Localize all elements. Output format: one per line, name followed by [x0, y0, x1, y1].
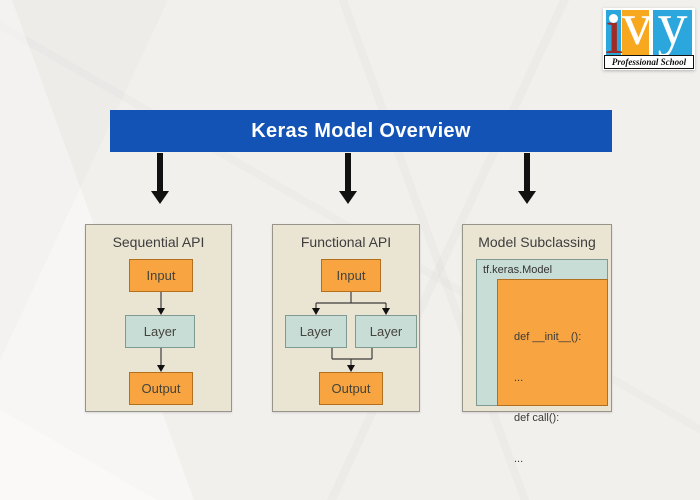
panel-sequential-api: Sequential API Input Layer Output — [85, 224, 232, 412]
arrow-head — [151, 191, 169, 204]
arrow-head — [518, 191, 536, 204]
logo-subtitle: Professional School — [604, 55, 694, 69]
logo-orange-bar — [622, 10, 649, 56]
down-arrow-icon — [518, 153, 536, 204]
logo-i-dot — [609, 14, 618, 23]
functional-connectors — [312, 292, 390, 372]
code-lines: def __init__(): ... def call(): ... — [514, 304, 581, 493]
node-input: Input — [321, 259, 381, 292]
logo-letter-i: ı — [605, 8, 624, 68]
panel-model-subclassing: Model Subclassing tf.keras.Model def __i… — [462, 224, 612, 465]
arrow-stem — [157, 153, 163, 192]
sequential-connectors — [157, 292, 165, 372]
node-layer-left: Layer — [285, 315, 347, 348]
panel-functional-api: Functional API Input Layer Layer Output — [272, 224, 420, 412]
node-layer-right: Layer — [355, 315, 417, 348]
panel-title: Model Subclassing — [478, 234, 596, 250]
arrow-stem — [524, 153, 530, 192]
node-output: Output — [319, 372, 383, 405]
node-output: Output — [129, 372, 193, 405]
logo-blue-bar-right — [653, 10, 692, 56]
code-line: def call(): — [514, 412, 560, 424]
ivy-logo: ı v y Professional School — [603, 8, 695, 70]
subclass-code-box: def __init__(): ... def call(): ... — [497, 279, 608, 465]
arrow-head — [339, 191, 357, 204]
code-line: ... — [514, 371, 524, 384]
page-title: Keras Model Overview — [251, 119, 471, 142]
node-layer: Layer — [125, 315, 195, 348]
panel-title: Functional API — [300, 234, 392, 250]
code-line: def __init__(): — [514, 331, 582, 343]
panel-title: Sequential API — [112, 234, 205, 250]
code-line: ... — [514, 452, 524, 465]
logo-letter-y: y — [657, 8, 688, 57]
title-banner: Keras Model Overview — [110, 110, 612, 152]
tf-keras-model-label: tf.keras.Model — [483, 264, 553, 276]
down-arrow-icon — [151, 153, 169, 204]
down-arrow-icon — [339, 153, 357, 204]
arrow-stem — [345, 153, 351, 192]
logo-letter-v: v — [622, 8, 652, 57]
node-input: Input — [129, 259, 193, 292]
